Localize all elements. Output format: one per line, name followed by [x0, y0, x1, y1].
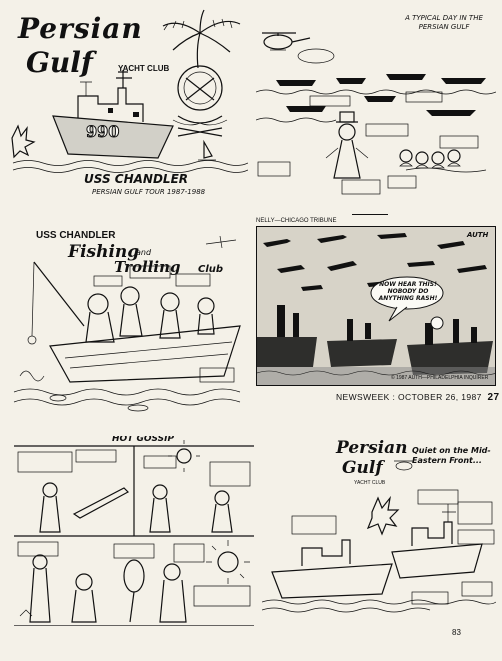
fishing-ship-name: USS CHANDLER [36, 230, 116, 241]
warship-icon [52, 70, 174, 159]
duck-figures [399, 149, 461, 169]
uncle-sam-figure [325, 111, 369, 179]
crest-icon [172, 65, 228, 126]
fishing-title-c: Club [198, 264, 224, 275]
tour-caption: PERSIAN GULF TOUR 1987-1988 [92, 188, 206, 196]
quiet-front-subtitle: Quiet on the Mid-Eastern Front... [412, 446, 491, 465]
fishing-title-and: and [136, 248, 152, 257]
boat-icon [49, 325, 241, 383]
typical-day-illustration [256, 32, 496, 195]
yacht-club-title-line2: Gulf [26, 46, 93, 79]
fishing-title-b: Trolling [114, 258, 181, 276]
hot-gossip-title: HOT GOSSIP [112, 436, 175, 444]
warships-fleet [257, 305, 493, 375]
cartoon-fleet-illustration [257, 227, 495, 385]
fishing-title-a: Fishing [68, 242, 140, 262]
deck-gun-icon [72, 487, 129, 519]
quiet-front-title-line1: Persian [336, 438, 408, 458]
newsweek-issue-date: NEWSWEEK : OCTOBER 26, 1987 [336, 392, 482, 402]
cartoon-attribution-top: NELLY—CHICAGO TRIBUNE [256, 218, 337, 224]
fighter-jets [263, 233, 487, 291]
panel-yacht-club: Persian Gulf YACHT CLUB 990 USS CHANDLER… [8, 8, 248, 208]
hull-number: 990 [85, 122, 120, 142]
yacht-club-label: YACHT CLUB [118, 64, 170, 73]
typical-day-caption: A TYPICAL DAY IN THE PERSIAN GULF [405, 14, 483, 31]
plane-icon [205, 235, 237, 249]
panel-quiet-front: Persian Gulf Quiet on the Mid-Eastern Fr… [262, 432, 496, 622]
cartoon-copyright: © 1987 AUTH—PHILADELPHIA INQUIRER [391, 375, 489, 381]
panel-typical-day: A TYPICAL DAY IN THE PERSIAN GULF [256, 8, 496, 204]
panel-fishing-club: USS CHANDLER Fishing and Trolling Club [10, 226, 250, 416]
distant-ships [276, 74, 486, 116]
admiral-figure [430, 316, 444, 330]
fishing-club-illustration [13, 235, 241, 412]
tennis-racket-icon [123, 559, 145, 593]
panel-hot-gossip: HOT GOSSIP [14, 436, 254, 626]
quiet-front-title-line2: Gulf [342, 458, 383, 478]
sun-burst-icon [217, 551, 239, 573]
quiet-front-club: YACHT CLUB [354, 480, 386, 486]
newsweek-page-number: 27 [487, 392, 500, 403]
palm-tree-icon [162, 9, 241, 69]
quiet-front-ships [271, 504, 483, 599]
page-number: 83 [452, 628, 461, 637]
fishing-rod [33, 261, 85, 327]
newsweek-dateline: NEWSWEEK : OCTOBER 26, 1987 27 [336, 392, 499, 403]
explosion-icon [366, 495, 400, 536]
ship-name: USS CHANDLER [84, 172, 189, 186]
hot-gossip-illustration [14, 440, 254, 626]
fish-icon [49, 394, 67, 402]
quiet-front-illustration [262, 460, 496, 613]
yacht-club-illustration [11, 9, 248, 173]
cartoon-speech-balloon: NOW HEAR THIS! NOBODY DO ANYTHING RASH! [378, 281, 438, 302]
helicopter-icon [262, 32, 311, 51]
quiet-helicopter-icon [395, 461, 413, 471]
panel-newsweek-cartoon: AUTH NOW HEAR THIS! NOBODY DO ANYTHING R… [256, 226, 496, 386]
speech-boxes [257, 91, 479, 195]
divider-line [352, 214, 388, 215]
cartoon-author-signature: AUTH [467, 231, 489, 239]
yacht-club-title-line1: Persian [18, 12, 143, 45]
fishermen-figures [85, 286, 215, 343]
